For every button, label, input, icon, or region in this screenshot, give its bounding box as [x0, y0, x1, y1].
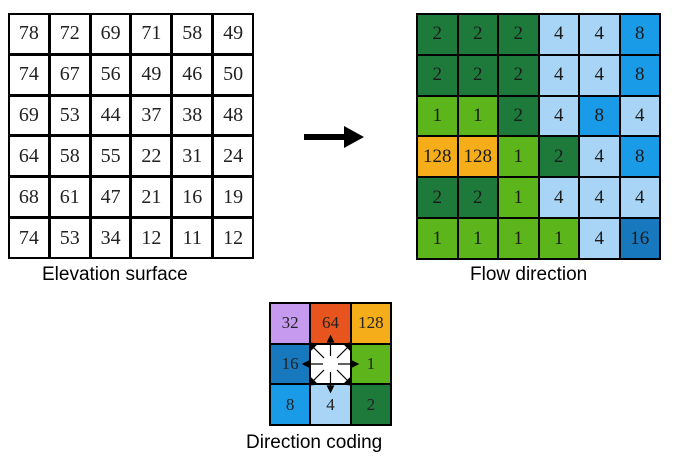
flow-cell: 1 [499, 178, 538, 218]
flow-cell: 8 [620, 137, 659, 177]
elevation-caption: Elevation surface [42, 264, 188, 285]
flow-cell: 1 [499, 137, 538, 177]
elevation-cell: 37 [132, 96, 171, 135]
elevation-cell: 46 [173, 55, 212, 94]
elevation-cell: 61 [50, 178, 89, 217]
flow-cell: 2 [418, 15, 457, 54]
flow-cell: 2 [458, 178, 497, 218]
elevation-cell: 48 [214, 96, 252, 135]
elevation-cell: 22 [132, 137, 171, 176]
coding-cell: 64 [311, 304, 350, 343]
flow-cell: 16 [620, 219, 659, 258]
elevation-cell: 58 [173, 15, 212, 53]
coding-cell: 8 [271, 385, 310, 424]
elevation-cell: 67 [50, 55, 89, 94]
flow-cell: 2 [499, 55, 538, 95]
flow-cell: 128 [458, 137, 497, 177]
elevation-cell: 19 [214, 178, 252, 217]
coding-cell: 4 [311, 385, 350, 424]
flow-cell: 8 [620, 55, 659, 95]
right-arrow-icon [304, 126, 364, 148]
flow-cell: 4 [580, 137, 619, 177]
flow-cell: 4 [539, 96, 578, 136]
elevation-cell: 24 [214, 137, 252, 176]
elevation-cell: 56 [91, 55, 130, 94]
flow-cell: 1 [499, 219, 538, 258]
elevation-cell: 64 [10, 137, 48, 176]
elevation-cell: 74 [10, 55, 48, 94]
elevation-cell: 58 [50, 137, 89, 176]
flow-cell: 1 [418, 219, 457, 258]
flow-cell: 2 [418, 55, 457, 95]
flow-cell: 1 [418, 96, 457, 136]
elevation-cell: 47 [91, 178, 130, 217]
elevation-cell: 38 [173, 96, 212, 135]
flow-cell: 1 [458, 96, 497, 136]
elevation-cell: 12 [132, 219, 171, 257]
elevation-cell: 53 [50, 219, 89, 257]
coding-center-cell [311, 344, 350, 384]
elevation-cell: 53 [50, 96, 89, 135]
elevation-cell: 74 [10, 219, 48, 257]
flow-cell: 4 [620, 178, 659, 218]
flow-cell: 1 [539, 219, 578, 258]
elevation-cell: 55 [91, 137, 130, 176]
flow-cell: 2 [458, 15, 497, 54]
flow-cell: 128 [418, 137, 457, 177]
elevation-cell: 44 [91, 96, 130, 135]
coding-cell: 32 [271, 304, 310, 343]
flow-cell: 4 [580, 15, 619, 54]
flow-cell: 4 [580, 178, 619, 218]
flow-cell: 4 [539, 178, 578, 218]
elevation-cell: 50 [214, 55, 252, 94]
flow-cell: 2 [539, 137, 578, 177]
elevation-cell: 69 [10, 96, 48, 135]
flow-cell: 2 [499, 96, 538, 136]
elevation-cell: 49 [214, 15, 252, 53]
elevation-cell: 12 [214, 219, 252, 257]
flow-cell: 4 [539, 15, 578, 54]
flow-cell: 1 [458, 219, 497, 258]
coding-cell: 16 [271, 344, 310, 384]
elevation-cell: 16 [173, 178, 212, 217]
elevation-cell: 78 [10, 15, 48, 53]
flow-cell: 8 [620, 15, 659, 54]
coding-cell: 2 [351, 385, 390, 424]
flow-direction-caption: Flow direction [470, 264, 588, 285]
elevation-cell: 68 [10, 178, 48, 217]
direction-coding-caption: Direction coding [246, 432, 383, 453]
elevation-cell: 21 [132, 178, 171, 217]
flow-cell: 4 [539, 55, 578, 95]
elevation-cell: 49 [132, 55, 171, 94]
flow-cell: 2 [499, 15, 538, 54]
elevation-cell: 71 [132, 15, 171, 53]
elevation-cell: 31 [173, 137, 212, 176]
flow-cell: 4 [580, 55, 619, 95]
flow-cell: 2 [418, 178, 457, 218]
flow-cell: 4 [580, 219, 619, 258]
elevation-cell: 69 [91, 15, 130, 53]
elevation-cell: 72 [50, 15, 89, 53]
flow-cell: 2 [458, 55, 497, 95]
coding-cell: 128 [351, 304, 390, 343]
elevation-cell: 11 [173, 219, 212, 257]
flow-cell: 4 [620, 96, 659, 136]
coding-cell: 1 [351, 344, 390, 384]
flow-cell: 8 [580, 96, 619, 136]
elevation-cell: 34 [91, 219, 130, 257]
